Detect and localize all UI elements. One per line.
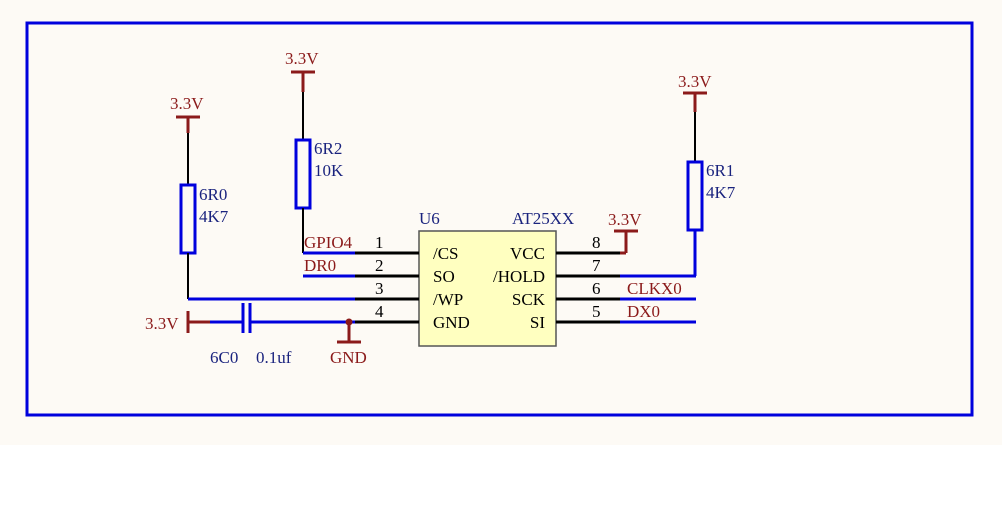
resistor-r1-designator: 6R1 [706, 161, 734, 180]
chip-body [418, 230, 557, 347]
capacitor-designator: 6C0 [210, 348, 238, 367]
power-symbol-cap: 3.3V [145, 311, 210, 333]
capacitor-value: 0.1uf [256, 348, 292, 367]
pin-5-number: 5 [592, 302, 601, 321]
pin-1-number: 1 [375, 233, 384, 252]
pin-7-name: /HOLD [493, 267, 545, 286]
power-label-cap: 3.3V [145, 314, 179, 333]
resistor-r2-value: 10K [314, 161, 344, 180]
pin-2-number: 2 [375, 256, 384, 275]
ground-symbol: GND [330, 318, 367, 367]
net-label-gpio4: GPIO4 [304, 233, 353, 252]
power-symbol-r1: 3.3V [678, 72, 712, 112]
pin-6-name: SCK [512, 290, 546, 309]
power-label-chip: 3.3V [608, 210, 642, 229]
pin-8-name: VCC [510, 244, 545, 263]
schematic-frame [25, 21, 974, 417]
pin-8-number: 8 [592, 233, 601, 252]
resistor-r2-designator: 6R2 [314, 139, 342, 158]
net-label-dx0: DX0 [627, 302, 660, 321]
power-label-r1: 3.3V [678, 72, 712, 91]
sheet-background [0, 0, 1002, 445]
resistor-r0-value: 4K7 [199, 207, 229, 226]
power-label-r0: 3.3V [170, 94, 204, 113]
pin-2-name: SO [433, 267, 455, 286]
pin-4-name: GND [433, 313, 470, 332]
pin-3-name: /WP [433, 290, 463, 309]
chip-designator: U6 [419, 209, 440, 228]
pin-1-name: /CS [433, 244, 459, 263]
power-symbol-r2: 3.3V [285, 49, 319, 92]
chip-part: AT25XX [512, 209, 574, 228]
resistor-r0-designator: 6R0 [199, 185, 227, 204]
pin-6-number: 6 [592, 279, 601, 298]
resistor-r1-value: 4K7 [706, 183, 736, 202]
pin-3-number: 3 [375, 279, 384, 298]
net-label-clkx0: CLKX0 [627, 279, 682, 298]
power-symbol-r0: 3.3V [170, 94, 204, 133]
ground-label: GND [330, 348, 367, 367]
pin-4-number: 4 [375, 302, 384, 321]
pin-5-name: SI [530, 313, 545, 332]
net-label-dr0: DR0 [304, 256, 336, 275]
power-label-r2: 3.3V [285, 49, 319, 68]
power-symbol-chip: 3.3V [608, 210, 642, 253]
pin-7-number: 7 [592, 256, 601, 275]
